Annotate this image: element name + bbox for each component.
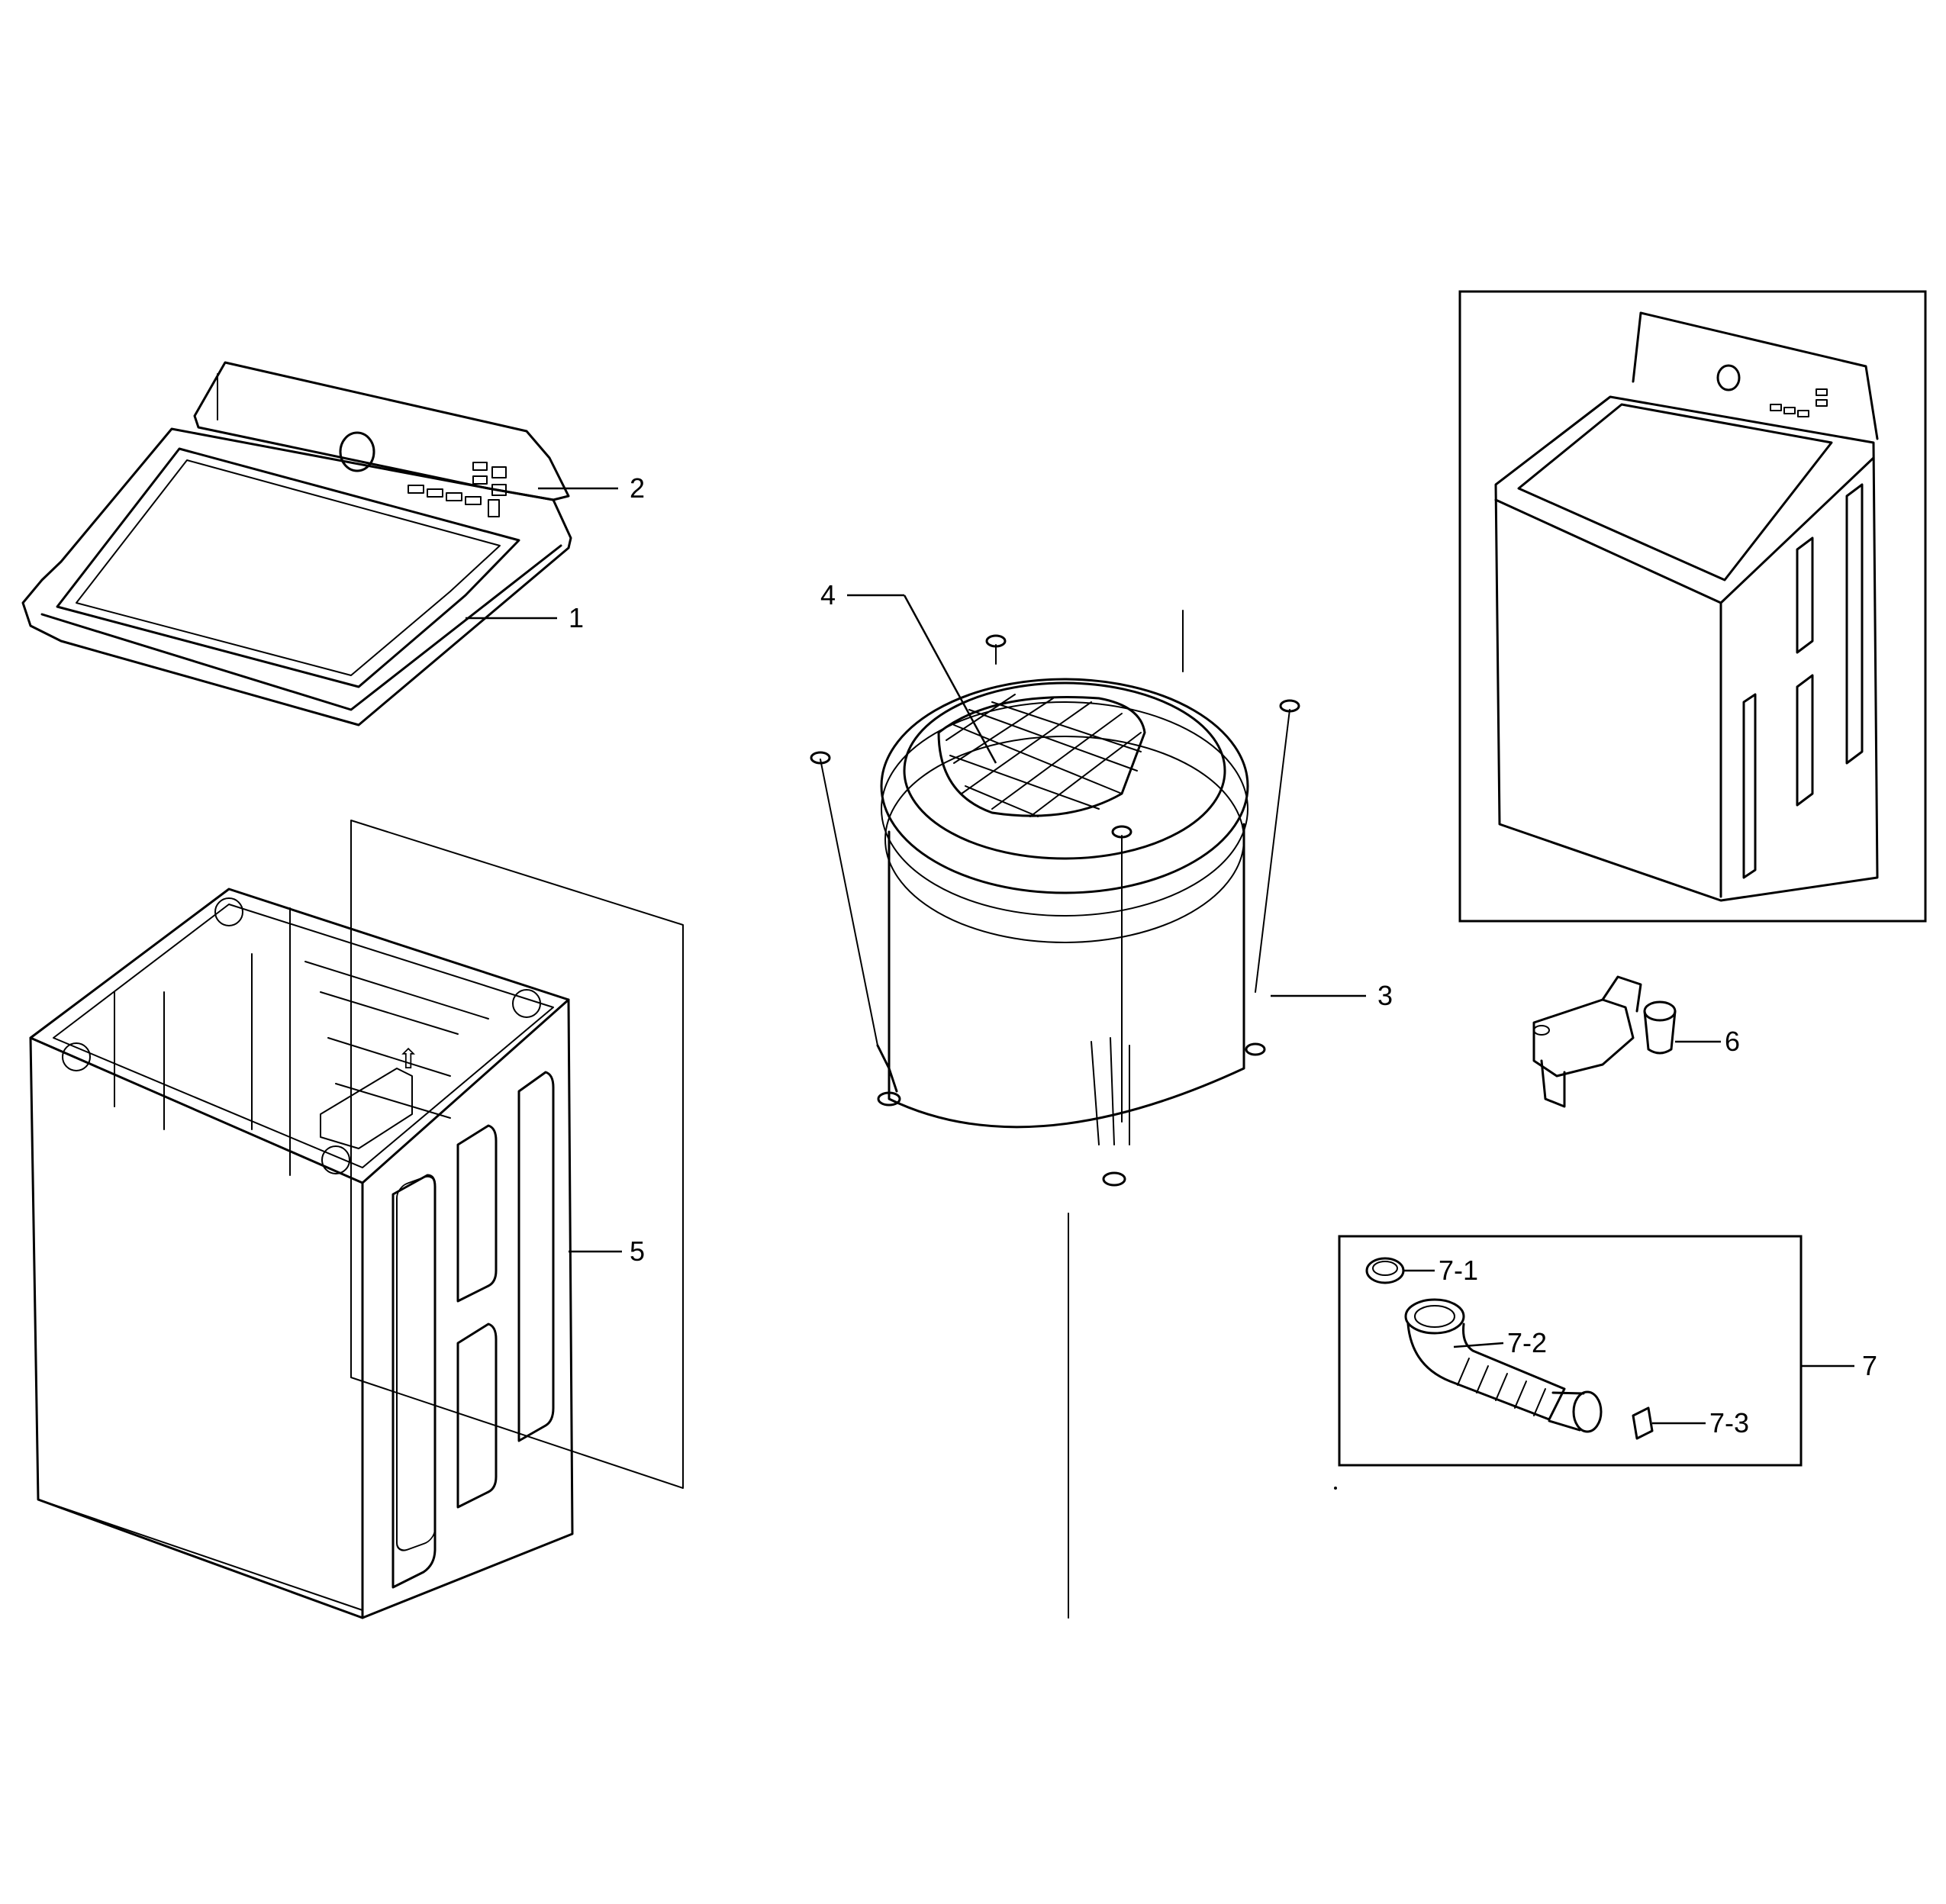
callout-6: 6: [1725, 1026, 1740, 1057]
callout-4: 4: [820, 579, 836, 611]
hose-clip-7-3: [1632, 1406, 1654, 1440]
leader-2: 2: [538, 472, 645, 504]
leader-7: 7: [1801, 1350, 1877, 1381]
callout-3: 3: [1377, 980, 1393, 1011]
hose-clamp-7-1: [1365, 1257, 1405, 1284]
drain-hose-7-2: [1404, 1298, 1603, 1433]
cabinet-body: ⇧: [29, 820, 684, 1619]
callout-7: 7: [1862, 1350, 1877, 1381]
leader-6: 6: [1675, 1026, 1740, 1057]
drain-hose-kit: [1334, 1235, 1803, 1490]
drain-pump: [1532, 975, 1677, 1108]
leader-7-3: 7-3: [1652, 1407, 1749, 1438]
leader-1: 1: [466, 602, 584, 633]
cabinet-reference-plane: [350, 820, 684, 1489]
top-cover-lid-assembly: [21, 361, 572, 726]
leader-7-1: 7-1: [1404, 1255, 1478, 1286]
callout-5: 5: [630, 1236, 645, 1267]
leader-4: 4: [820, 579, 997, 764]
reference-view-frame: [1458, 290, 1927, 923]
cabinet-arrow-mark: ⇧: [397, 1043, 420, 1074]
callout-7-2: 7-2: [1507, 1327, 1547, 1358]
callout-7-1: 7-1: [1439, 1255, 1478, 1286]
leader-3: 3: [1271, 980, 1393, 1011]
callout-7-3: 7-3: [1709, 1407, 1749, 1438]
tub-assembly: [810, 610, 1300, 1187]
callout-1: 1: [569, 602, 584, 633]
callout-2: 2: [630, 472, 645, 504]
assembled-washer-reference-view: [1458, 290, 1927, 923]
leader-7-2: 7-2: [1453, 1327, 1547, 1358]
leader-5: 5: [569, 1236, 645, 1267]
